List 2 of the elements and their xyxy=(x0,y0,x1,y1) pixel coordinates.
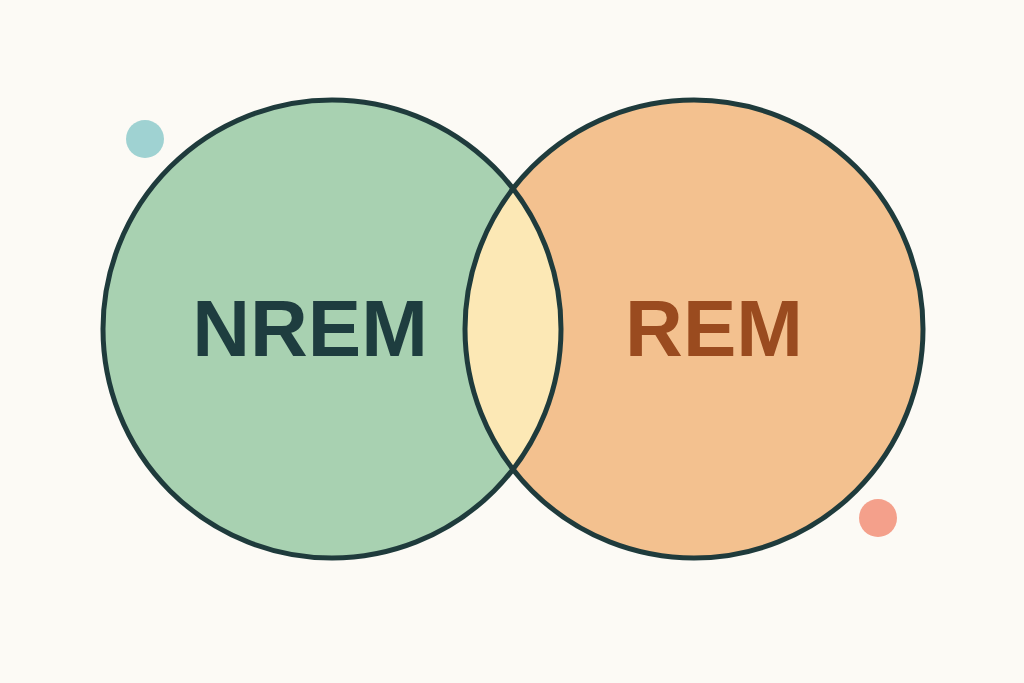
circle-label: NREM xyxy=(192,289,428,369)
circle-label: REM xyxy=(625,289,803,369)
